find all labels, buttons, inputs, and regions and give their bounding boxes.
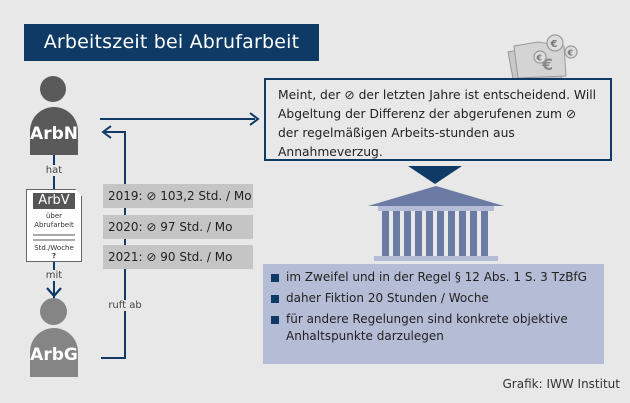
finding-text: für andere Regelungen sind konkrete obje… [286, 312, 568, 343]
employer-label: ArbG [30, 345, 78, 365]
arrow-down-triangle-icon [408, 166, 462, 184]
bullet-square-icon [271, 295, 279, 303]
svg-text:€: € [536, 54, 543, 63]
divider [33, 239, 75, 241]
employer-figure: ArbG [30, 328, 78, 377]
svg-text:€: € [567, 49, 574, 58]
list-item: im Zweifel und in der Regel § 12 Abs. 1 … [271, 269, 596, 286]
arrow-down-icon [46, 287, 62, 298]
connector-line [53, 262, 55, 300]
employee-label: ArbN [30, 124, 78, 144]
credit-text: Grafik: IWW Institut [502, 377, 621, 391]
contract-line2: Abrufarbeit [34, 221, 74, 229]
bullet-square-icon [271, 274, 279, 282]
contract-hours: Std./Woche [34, 244, 74, 252]
court-building-icon [368, 186, 504, 261]
money-euro-icon: € € € € [507, 34, 578, 85]
court-findings-box: im Zweifel und in der Regel § 12 Abs. 1 … [263, 264, 604, 364]
contract-question: ? [51, 252, 57, 260]
svg-text:€: € [550, 39, 558, 50]
arrow-right-icon [249, 112, 260, 126]
connector-label-mit: mit [40, 270, 68, 281]
contract-line1: über [45, 212, 63, 220]
employee-figure: ArbN [30, 107, 78, 155]
arrow-left-icon [101, 125, 112, 139]
claim-text-box: Meint, der ⊘ der letzten Jahre ist entsc… [264, 78, 612, 161]
divider [33, 234, 75, 236]
year-2020-box: 2020: ⊘ 97 Std. / Mo [103, 215, 253, 239]
year-2019-box: 2019: ⊘ 103,2 Std. / Mo [103, 184, 253, 208]
connector-line [105, 131, 126, 133]
list-item: daher Fiktion 20 Stunden / Woche [271, 290, 596, 307]
finding-text: daher Fiktion 20 Stunden / Woche [286, 291, 489, 305]
page-title: Arbeitszeit bei Abrufarbeit [24, 24, 319, 61]
employer-head-icon [40, 298, 67, 325]
employee-head-icon [40, 76, 66, 102]
connector-label-ruft-ab: ruft ab [104, 300, 146, 311]
connector-line [101, 357, 126, 359]
finding-text: im Zweifel und in der Regel § 12 Abs. 1 … [286, 270, 587, 284]
connector-label-hat: hat [40, 165, 68, 176]
connector-line [100, 118, 255, 120]
bullet-square-icon [271, 316, 279, 324]
claim-text: Meint, der ⊘ der letzten Jahre ist entsc… [278, 88, 597, 159]
contract-title: ArbV [33, 193, 75, 209]
year-2021-box: 2021: ⊘ 90 Std. / Mo [103, 245, 253, 269]
list-item: für andere Regelungen sind konkrete obje… [271, 311, 596, 345]
